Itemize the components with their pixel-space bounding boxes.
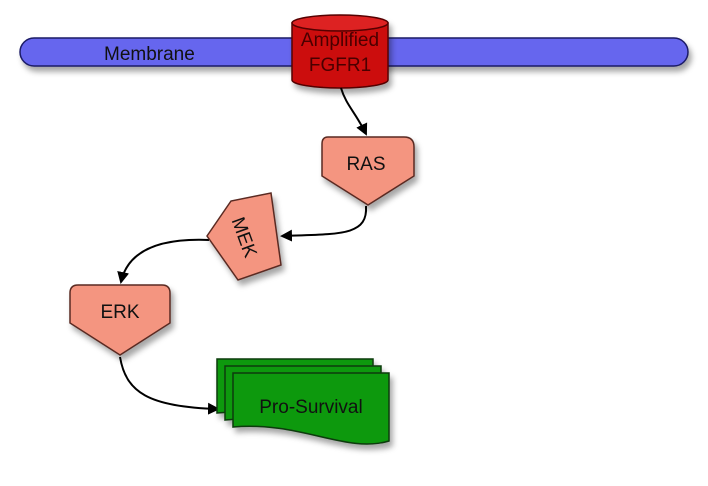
ras-shape	[321, 136, 415, 206]
ras-label: RAS	[346, 154, 385, 175]
mek-node	[206, 192, 282, 281]
receptor-label-line2: FGFR1	[309, 55, 371, 76]
ras-node	[321, 136, 415, 206]
membrane-label: Membrane	[104, 44, 195, 65]
receptor-label-line1: Amplified	[301, 30, 379, 51]
pro-survival-label: Pro-Survival	[259, 397, 362, 418]
edge-fgfr1-to-ras	[340, 87, 368, 136]
fgfr1-receptor	[291, 14, 389, 89]
edge-erk-to-prosurvival	[119, 356, 220, 415]
receptor-top	[291, 14, 389, 32]
edge-mek-to-erk	[117, 238, 210, 284]
erk-label: ERK	[100, 302, 139, 323]
receptor-body	[291, 22, 389, 89]
mek-shape	[206, 192, 282, 281]
edge-ras-to-mek	[280, 205, 368, 242]
pro-survival-node	[216, 358, 390, 445]
erk-shape	[69, 284, 171, 356]
pro-survival-sheet-front	[232, 372, 390, 445]
erk-node	[69, 284, 171, 356]
